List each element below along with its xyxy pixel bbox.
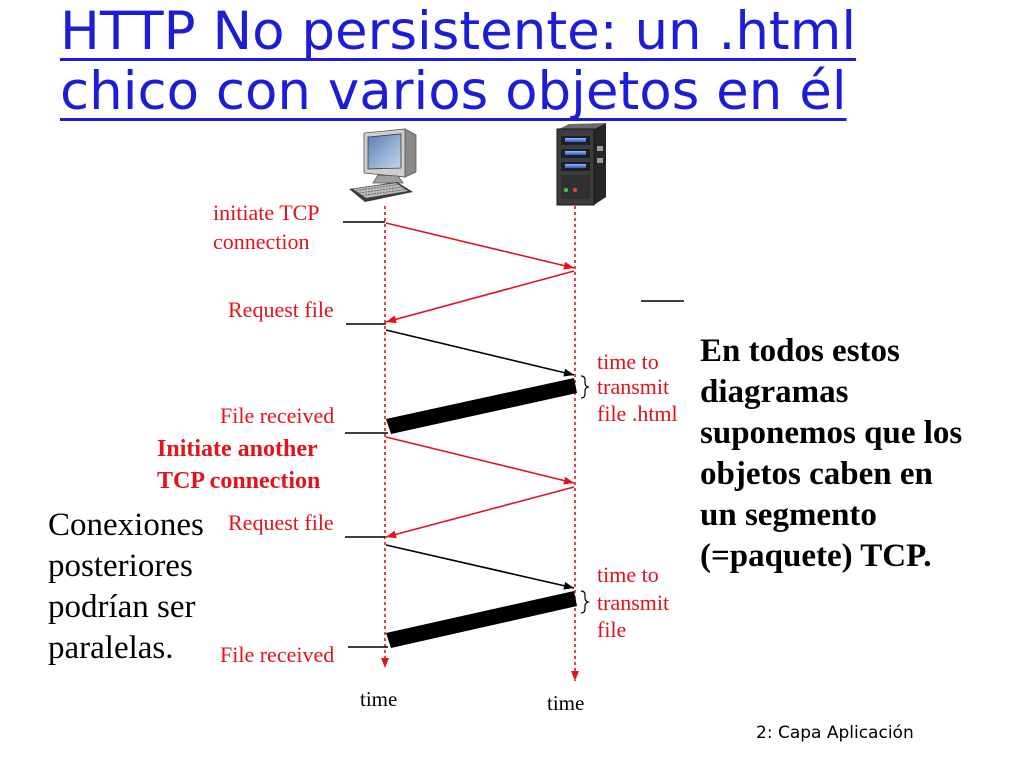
tcp-connect-arrow-1 [385, 222, 575, 270]
server-side-panel-2 [597, 158, 603, 163]
assumption-note-line: En todos estos [700, 333, 900, 369]
monitor-screen [367, 133, 402, 170]
label-initiate-another-line-2: TCP connection [157, 468, 320, 494]
slide-footer: 2: Capa Aplicación [756, 723, 914, 743]
tcp-response-arrow-2 [385, 486, 575, 539]
monitor-side [404, 128, 417, 178]
client-time-label: time [360, 687, 397, 711]
server-icon [556, 123, 606, 206]
server-side [594, 123, 606, 205]
keyboard-keys [353, 183, 408, 198]
html-file-transfer-bar [386, 378, 577, 434]
status-led-red [572, 187, 578, 193]
label-transmit-file-line-1: time to [597, 562, 659, 587]
label-transmit-html-line-1: time to [597, 349, 659, 374]
label-transmit-html-line-3: file .html [597, 401, 678, 426]
assumption-note-line: objetos caben en [700, 456, 933, 492]
assumption-note-line: (=paquete) TCP. [700, 538, 932, 574]
assumption-note-line: un segmento [700, 497, 877, 533]
label-file-received-2: File received [220, 642, 334, 667]
label-file-received-1: File received [220, 403, 334, 428]
slide-title: HTTP No persistente: un .html chico con … [60, 2, 856, 122]
parallel-note-line: posteriores [48, 548, 193, 584]
label-initiate-tcp-line-2: connection [213, 229, 310, 254]
parallel-note-line: paralelas. [48, 630, 174, 666]
drive-bay-light-2 [565, 151, 586, 155]
label-transmit-file-line-3: file [597, 617, 626, 642]
keyboard-key-rows [355, 184, 406, 196]
label-transmit-file-line-2: transmit [597, 590, 669, 615]
drive-bay-light-3 [565, 164, 586, 168]
label-transmit-html-line-2: transmit [597, 374, 669, 399]
label-request-file-1: Request file [228, 297, 334, 322]
server-lower-panel [561, 175, 590, 199]
parallel-note-line: podrían ser [48, 589, 196, 625]
client-computer-icon [349, 128, 417, 202]
label-initiate-tcp-line-1: initiate TCP [213, 200, 320, 225]
power-led-green [563, 187, 569, 193]
tcp-connect-arrow-2 [385, 436, 575, 485]
slide-title-line-2: chico con varios objetos en él [60, 61, 847, 122]
http-request-arrow-2 [385, 544, 575, 590]
parallel-note-line: Conexiones [48, 507, 204, 543]
object-file-transfer-bar [386, 591, 577, 648]
assumption-note: En todos estos diagramas suponemos que l… [700, 331, 962, 577]
label-request-file-2: Request file [228, 510, 334, 535]
server-top [557, 123, 606, 130]
http-request-arrow-1 [385, 329, 575, 377]
assumption-note-line: diagramas [700, 374, 849, 410]
assumption-note-line: suponemos que los [700, 415, 963, 451]
monitor-stand [372, 174, 404, 184]
server-time-label: time [547, 691, 584, 715]
slide-title-line-1: HTTP No persistente: un .html [60, 1, 857, 62]
label-initiate-another-line-1: Initiate another [157, 436, 318, 462]
server-side-panel-1 [597, 146, 603, 151]
curly-brace-icon [580, 590, 590, 614]
parallel-connections-note: Conexiones posteriores podrían ser paral… [48, 505, 204, 669]
tcp-response-arrow-1 [385, 270, 575, 324]
drive-bay-light-1 [565, 138, 586, 142]
curly-brace-icon [580, 375, 590, 399]
